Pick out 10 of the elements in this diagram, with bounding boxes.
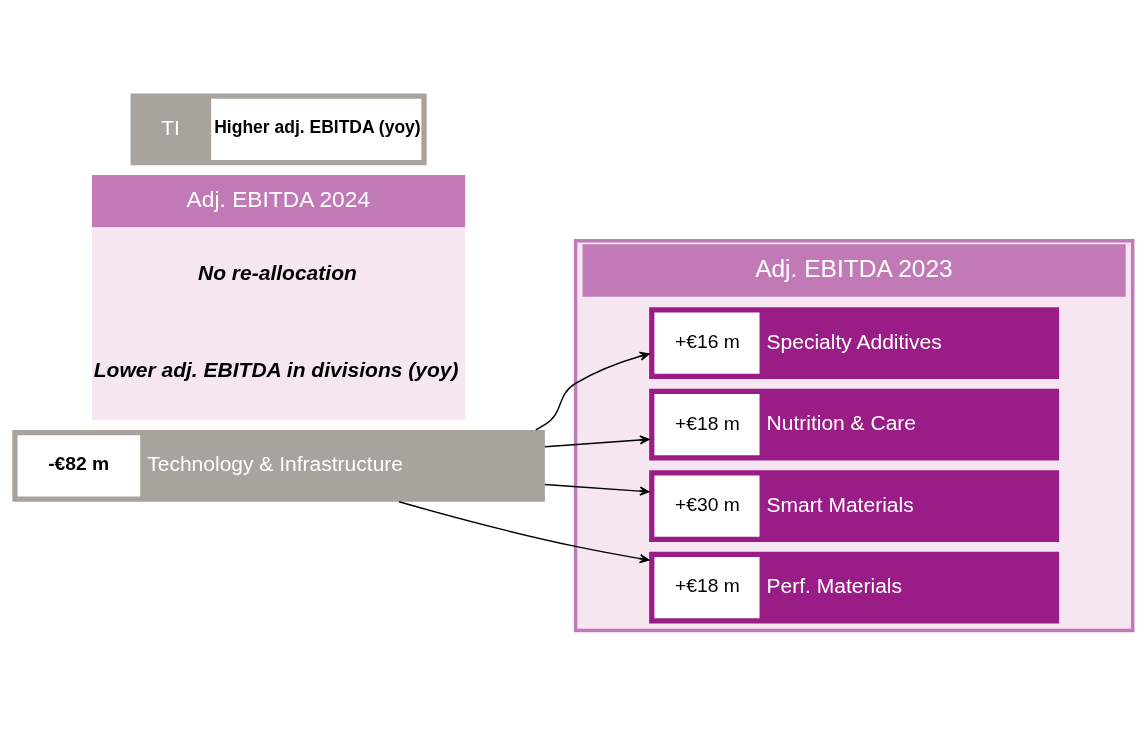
node-box: +€16 m Specialty Additives <box>649 307 1060 380</box>
arrow <box>398 501 650 564</box>
arrow <box>544 483 650 496</box>
node-box: +€30 m Smart Materials <box>649 470 1060 542</box>
node-box: +€18 m Nutrition & Care <box>649 388 1060 461</box>
node-box: -€82 m Technology & Infrastructure <box>12 429 545 502</box>
arrow <box>544 435 650 448</box>
arrow <box>535 351 650 431</box>
node-box: +€18 m Perf. Materials <box>649 551 1060 624</box>
node-box: TI Higher adj. EBITDA (yoy) <box>130 93 427 166</box>
